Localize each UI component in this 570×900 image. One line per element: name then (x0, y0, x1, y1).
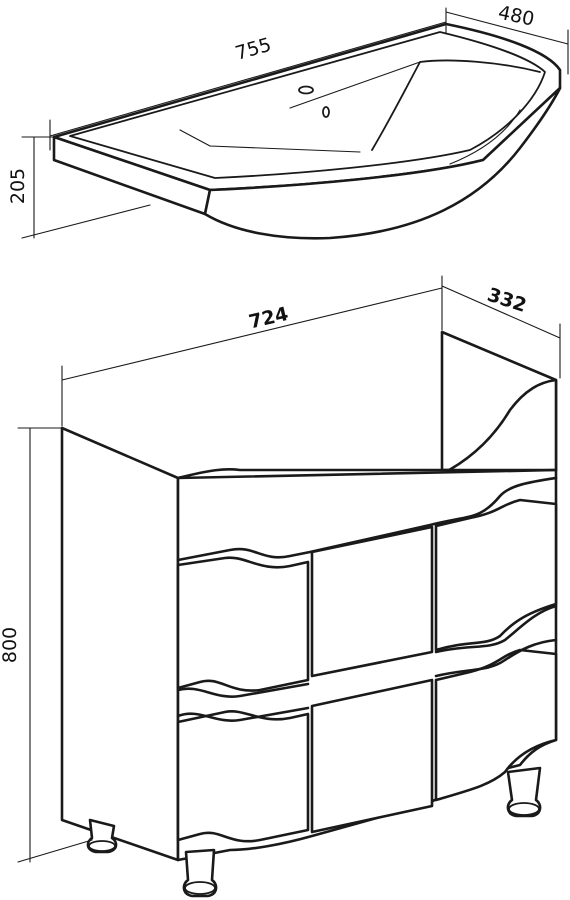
cabinet-depth-dimension-line (441, 285, 561, 379)
cabinet-height-dimension-line (17, 427, 93, 863)
leg-back-left-foot (88, 840, 116, 852)
drawer-center-top (310, 525, 434, 678)
drawer-left-bottom (176, 710, 310, 843)
cabinet: 724 332 800 (0, 275, 561, 898)
cabinet-width-label: 724 (247, 303, 291, 333)
basin-width-label: 755 (233, 34, 274, 65)
cabinet-depth-label: 332 (485, 284, 530, 317)
drawer-right-bottom (434, 648, 558, 802)
drawer-right-top (434, 498, 558, 652)
basin: 755 480 205 (7, 2, 569, 240)
drawer-gap-wave-2 (176, 638, 558, 722)
cabinet-width-dimension-line (61, 275, 443, 427)
basin-height-dimension-line (21, 136, 151, 239)
basin-inner-shelf (179, 61, 421, 153)
basin-inner-rim (69, 31, 546, 179)
basin-side-curve (449, 109, 521, 165)
cabinet-top-rail-lower (176, 476, 558, 562)
basin-depth-dimension-line (445, 11, 569, 75)
drawer-center-bottom (310, 678, 434, 834)
basin-height-label: 205 (7, 168, 29, 204)
cabinet-height-label: 800 (0, 627, 21, 663)
cabinet-top-rail (176, 468, 558, 480)
basin-bowl (203, 86, 562, 240)
cabinet-left-side (60, 426, 180, 862)
drawer-gap-wave-1 (176, 604, 558, 698)
tap-hole (298, 85, 314, 95)
drawer-left-top (176, 556, 310, 692)
leg-front-right-foot (508, 802, 540, 816)
overflow-hole (322, 106, 330, 118)
leg-front-left-foot (184, 881, 216, 895)
